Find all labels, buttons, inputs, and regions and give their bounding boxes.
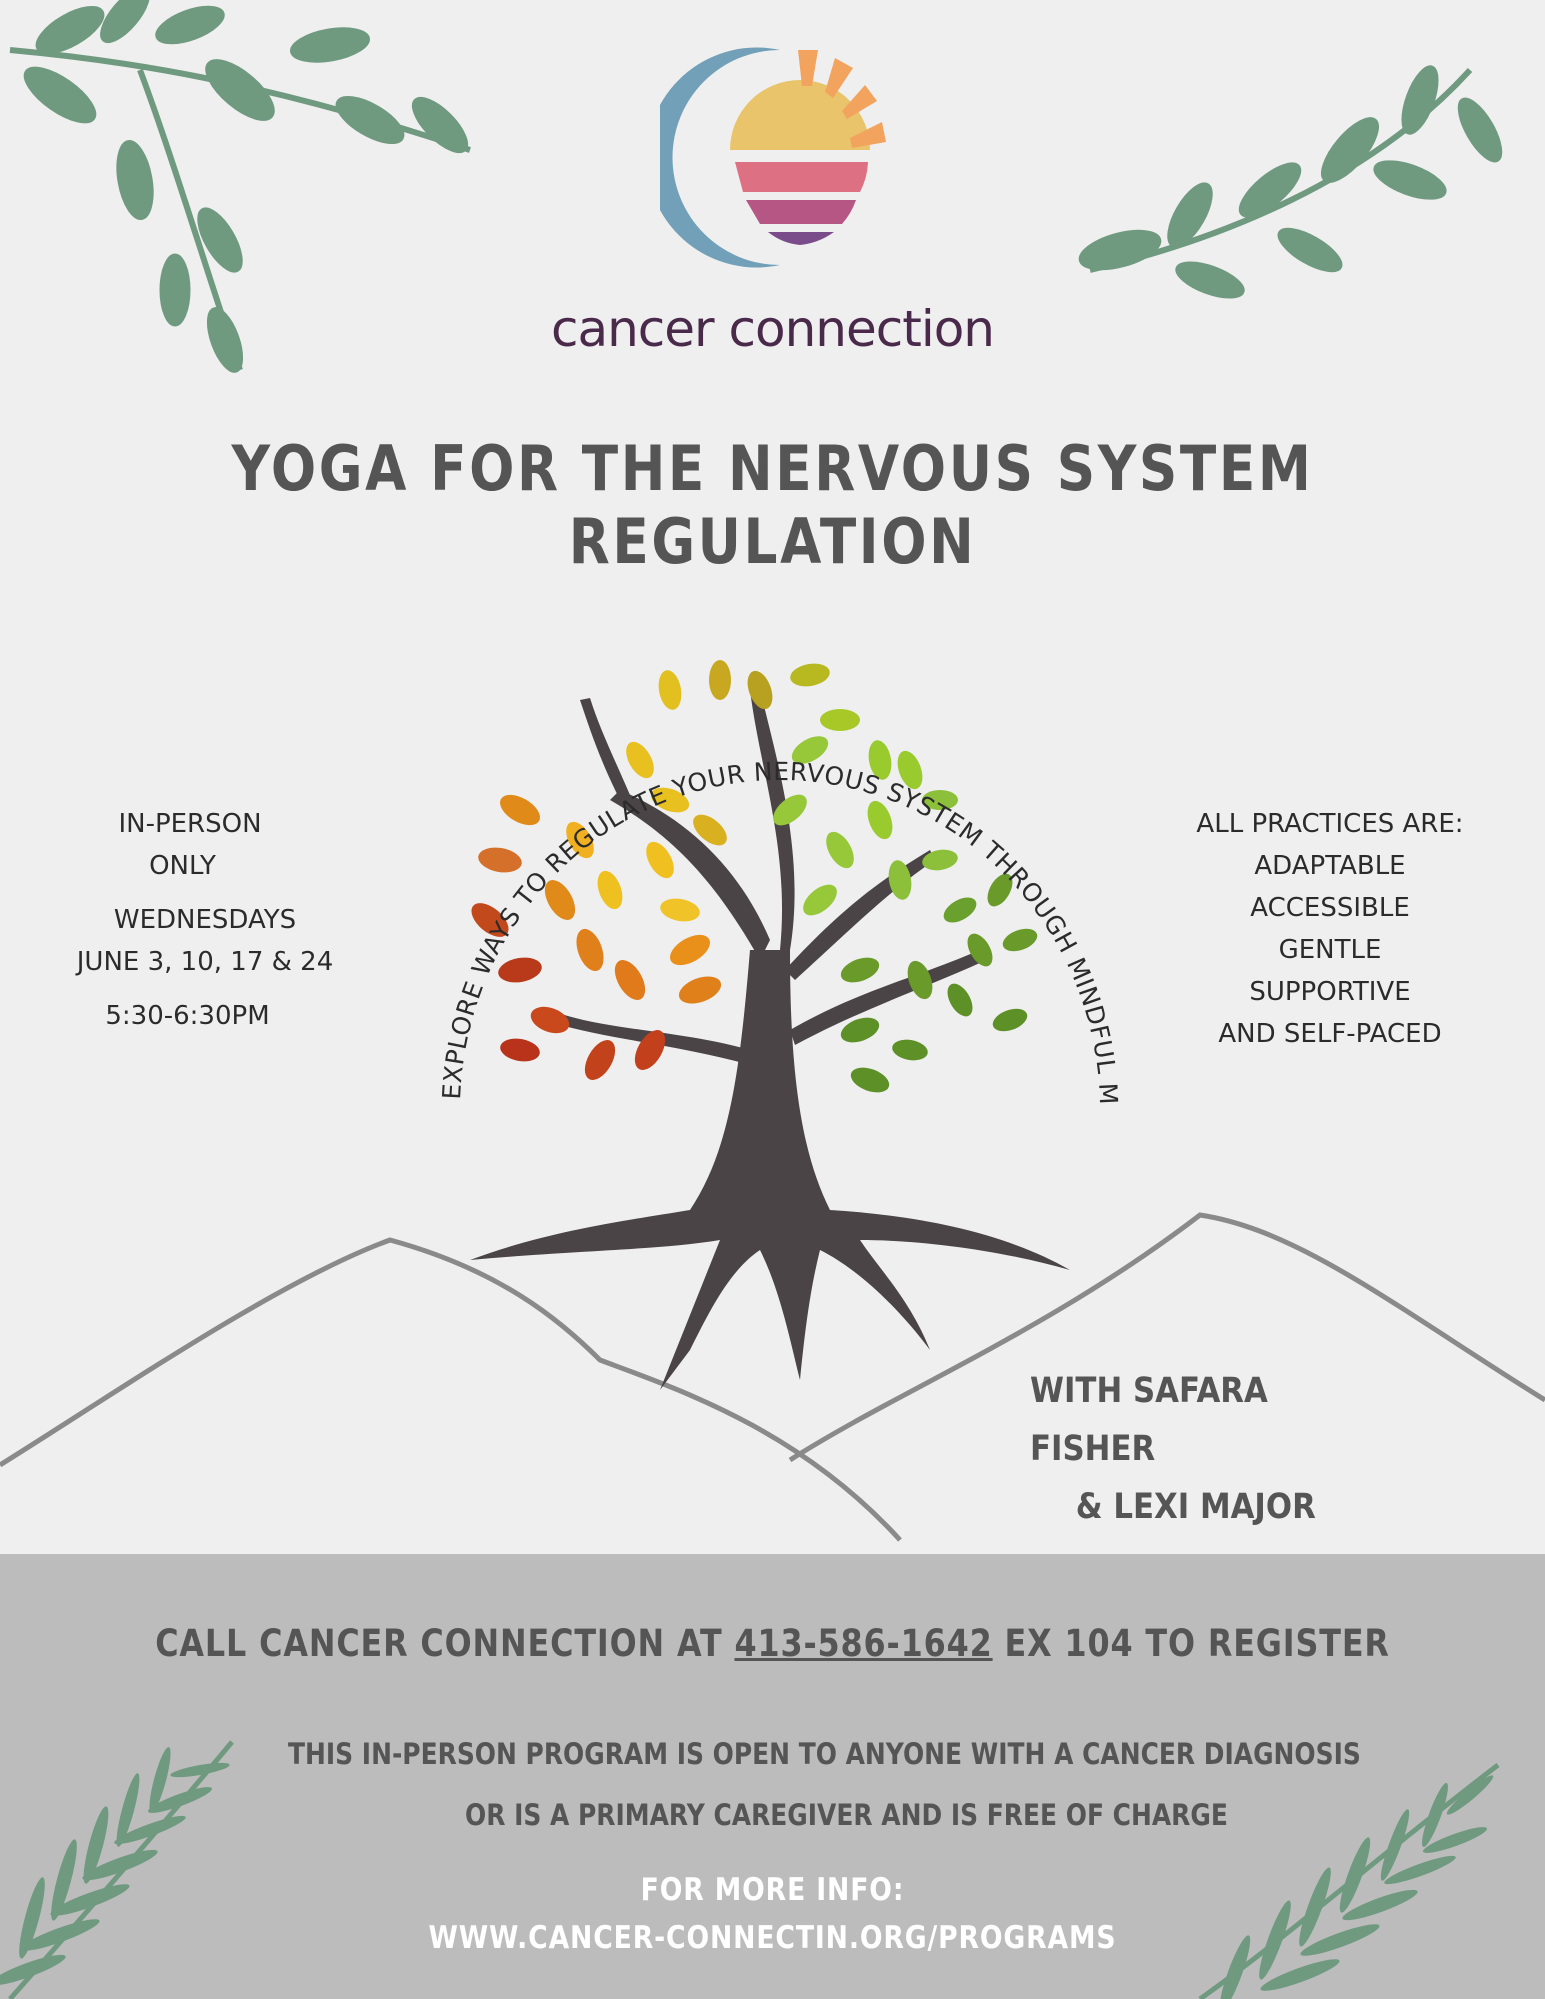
instructors-line-1: WITH SAFARA FISHER: [1030, 1371, 1268, 1469]
page-title: YOGA FOR THE NERVOUS SYSTEM REGULATION: [231, 432, 1314, 578]
format-line-1: IN-PERSON: [118, 809, 262, 839]
register-line: CALL CANCER CONNECTION AT 413-586-1642 E…: [108, 1622, 1437, 1665]
fern-left-icon: [0, 1740, 234, 1999]
practices-list: ALL PRACTICES ARE: ADAPTABLE ACCESSIBLE …: [1190, 803, 1470, 1055]
format-line-2: ONLY: [149, 851, 216, 881]
more-info-label: FOR MORE INFO:: [640, 1872, 905, 1908]
schedule-dates: JUNE 3, 10, 17 & 24: [76, 947, 334, 977]
schedule-day: WEDNESDAYS: [113, 905, 297, 935]
phone-link[interactable]: 413-586-1642: [734, 1622, 993, 1665]
eligibility-line-1: THIS IN-PERSON PROGRAM IS OPEN TO ANYONE…: [288, 1737, 1361, 1771]
arc-tagline-text: EXPLORE WAYS TO REGULATE YOUR NERVOUS SY…: [400, 570, 1123, 1106]
practice-item: ADAPTABLE: [1254, 851, 1406, 881]
schedule-block: IN-PERSON ONLY WEDNESDAYS JUNE 3, 10, 17…: [60, 803, 350, 1037]
instructors-line-2: & LEXI MAJOR: [1075, 1487, 1316, 1527]
instructors: WITH SAFARA FISHER & LEXI MAJOR: [1030, 1362, 1364, 1536]
brand-name: cancer connection: [550, 300, 995, 358]
practice-item: ACCESSIBLE: [1250, 893, 1410, 923]
practice-item: AND SELF-PACED: [1218, 1019, 1442, 1049]
branch-top-left-icon: [9, 0, 471, 373]
mountains-icon: [0, 1212, 1545, 1542]
arc-tagline: EXPLORE WAYS TO REGULATE YOUR NERVOUS SY…: [400, 570, 1123, 1106]
register-prefix: CALL CANCER CONNECTION AT: [155, 1622, 735, 1665]
more-info-url[interactable]: WWW.CANCER-CONNECTIN.ORG/PROGRAMS: [428, 1920, 1117, 1956]
tree-illustration: [470, 660, 1070, 1390]
svg-text:EXPLORE WAYS TO REGULATE YOUR: EXPLORE WAYS TO REGULATE YOUR NERVOUS SY…: [400, 570, 1123, 1106]
logo-icon: [660, 47, 890, 268]
practice-item: SUPPORTIVE: [1249, 977, 1411, 1007]
footer-band: [0, 1554, 1545, 1999]
fern-right-icon: [1198, 1763, 1500, 1999]
register-suffix: EX 104 TO REGISTER: [992, 1622, 1390, 1665]
eligibility-line-2: OR IS A PRIMARY CAREGIVER AND IS FREE OF…: [465, 1798, 1228, 1832]
schedule-time: 5:30-6:30PM: [105, 1001, 270, 1031]
practice-item: GENTLE: [1278, 935, 1382, 965]
practices-heading: ALL PRACTICES ARE:: [1196, 809, 1464, 839]
branch-top-right-icon: [1078, 65, 1503, 299]
